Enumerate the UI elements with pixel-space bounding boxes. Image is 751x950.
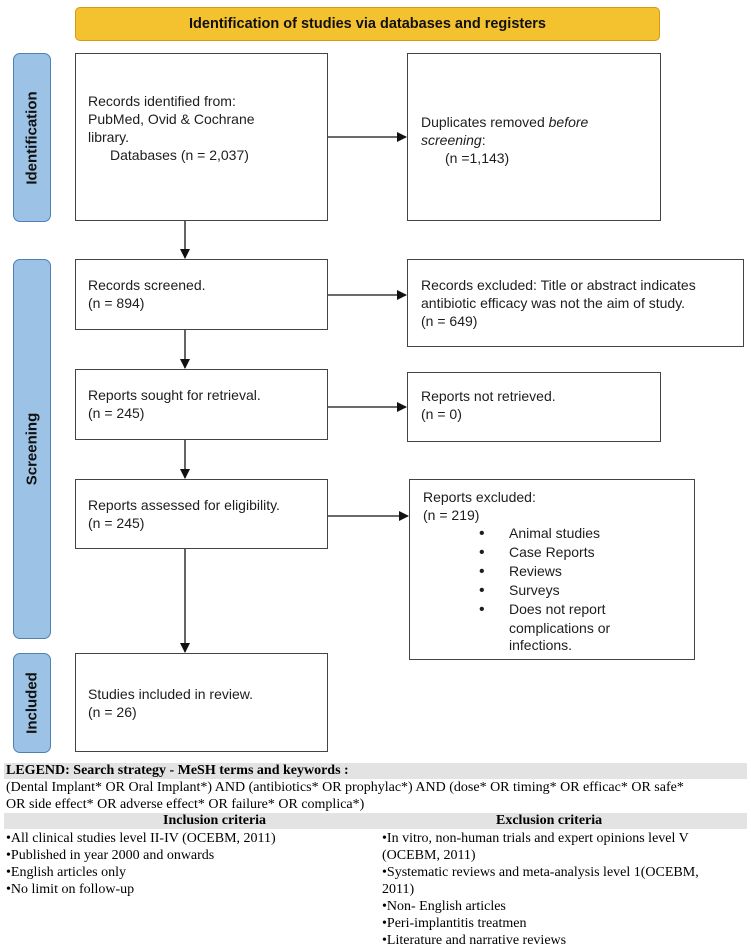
header-title: Identification of studies via databases … [189, 16, 546, 32]
exclusion-criteria-list: •In vitro, non-human trials and expert o… [382, 830, 699, 949]
legend-label: LEGEND [6, 763, 66, 778]
exclusion-item: (OCEBM, 2011) [382, 848, 476, 863]
reports-excluded-item-continuation-2: infections. [509, 637, 573, 653]
reports-excluded-line1: Reports excluded: [423, 489, 536, 505]
exclusion-item: •Peri-implantitis treatmen [382, 916, 527, 931]
inclusion-criteria-list: •All clinical studies level II-IV (OCEBM… [6, 830, 276, 898]
reports-sought-count: (n = 245) [88, 405, 145, 421]
exclusion-item: •In vitro, non-human trials and expert o… [382, 831, 689, 846]
inclusion-item: •English articles only [6, 865, 126, 880]
legend-query-line1: (Dental Implant* OR Oral Implant*) AND (… [6, 780, 684, 795]
duplicates-removed-count: (n =1,143) [445, 150, 510, 166]
reports-excluded-box: Reports excluded: (n = 219) Animal studi… [409, 479, 695, 660]
reports-not-retrieved-line1: Reports not retrieved. [421, 388, 556, 404]
duplicates-removed-before: before [548, 114, 589, 130]
studies-included-box: Studies included in review. (n = 26) [75, 653, 328, 752]
reports-sought-box: Reports sought for retrieval. (n = 245) [75, 369, 328, 440]
legend-query-line2: OR side effect* OR adverse effect* OR fa… [6, 797, 365, 812]
exclusion-item: 2011) [382, 882, 415, 897]
legend: LEGEND: Search strategy - MeSH terms and… [4, 763, 747, 829]
records-identified-box: Records identified from: PubMed, Ovid & … [75, 53, 328, 221]
stage-included: Included [13, 653, 51, 753]
list-item: Animal studies [479, 524, 606, 543]
studies-included-count: (n = 26) [88, 704, 137, 720]
studies-included-line1: Studies included in review. [88, 686, 253, 702]
stage-identification: Identification [13, 53, 51, 222]
records-excluded-count: (n = 649) [421, 313, 478, 329]
records-excluded-line2: antibiotic efficacy was not the aim of s… [421, 295, 686, 311]
records-identified-line4: Databases (n = 2,037) [110, 147, 249, 163]
exclusion-item: •Non- English articles [382, 899, 506, 914]
reports-assessed-box: Reports assessed for eligibility. (n = 2… [75, 479, 328, 549]
identification-header: Identification of studies via databases … [75, 7, 660, 41]
list-item: Surveys [479, 581, 606, 600]
list-item: Case Reports [479, 543, 606, 562]
reports-not-retrieved-count: (n = 0) [421, 406, 462, 422]
inclusion-item: •No limit on follow-up [6, 882, 135, 897]
records-screened-box: Records screened. (n = 894) [75, 259, 328, 330]
records-identified-line3: library. [88, 129, 129, 145]
reports-sought-line1: Reports sought for retrieval. [88, 387, 261, 403]
records-identified-line2: PubMed, Ovid & Cochrane [88, 111, 255, 127]
legend-title: : Search strategy - MeSH terms and keywo… [65, 763, 349, 778]
inclusion-item: •Published in year 2000 and onwards [6, 848, 215, 863]
duplicates-removed-colon: : [481, 132, 486, 148]
list-item: Reviews [479, 562, 606, 581]
reports-excluded-list: Animal studies Case Reports Reviews Surv… [479, 524, 606, 619]
legend-title-bar: LEGEND: Search strategy - MeSH terms and… [4, 763, 747, 779]
reports-excluded-item-continuation-1: complications or [509, 620, 611, 636]
records-screened-line1: Records screened. [88, 277, 206, 293]
records-excluded-box: Records excluded: Title or abstract indi… [407, 259, 744, 347]
reports-excluded-count: (n = 219) [423, 507, 480, 523]
inclusion-item: •All clinical studies level II-IV (OCEBM… [6, 831, 276, 846]
flow-arrows [180, 132, 409, 653]
duplicates-removed-screening: screening [421, 132, 482, 148]
list-item: Does not report [479, 600, 605, 619]
duplicates-removed-line2: screening: [421, 132, 486, 149]
criteria-header-bar: Inclusion criteria Exclusion criteria [4, 813, 747, 829]
inclusion-criteria-header: Inclusion criteria [163, 813, 267, 828]
exclusion-criteria-header: Exclusion criteria [496, 813, 603, 828]
exclusion-item: •Literature and narrative reviews [382, 933, 567, 948]
duplicates-removed-text: Duplicates removed [421, 114, 545, 130]
reports-not-retrieved-box: Reports not retrieved. (n = 0) [407, 372, 661, 442]
reports-assessed-line1: Reports assessed for eligibility. [88, 497, 280, 513]
duplicates-removed-line1: Duplicates removed before [421, 114, 588, 131]
exclusion-item: •Systematic reviews and meta-analysis le… [382, 865, 699, 880]
records-identified-line1: Records identified from: [88, 93, 236, 109]
stage-screening: Screening [13, 259, 51, 639]
records-excluded-line1: Records excluded: Title or abstract indi… [421, 277, 696, 293]
duplicates-removed-box: Duplicates removed before screening: (n … [407, 53, 661, 221]
records-screened-count: (n = 894) [88, 295, 145, 311]
reports-assessed-count: (n = 245) [88, 515, 145, 531]
